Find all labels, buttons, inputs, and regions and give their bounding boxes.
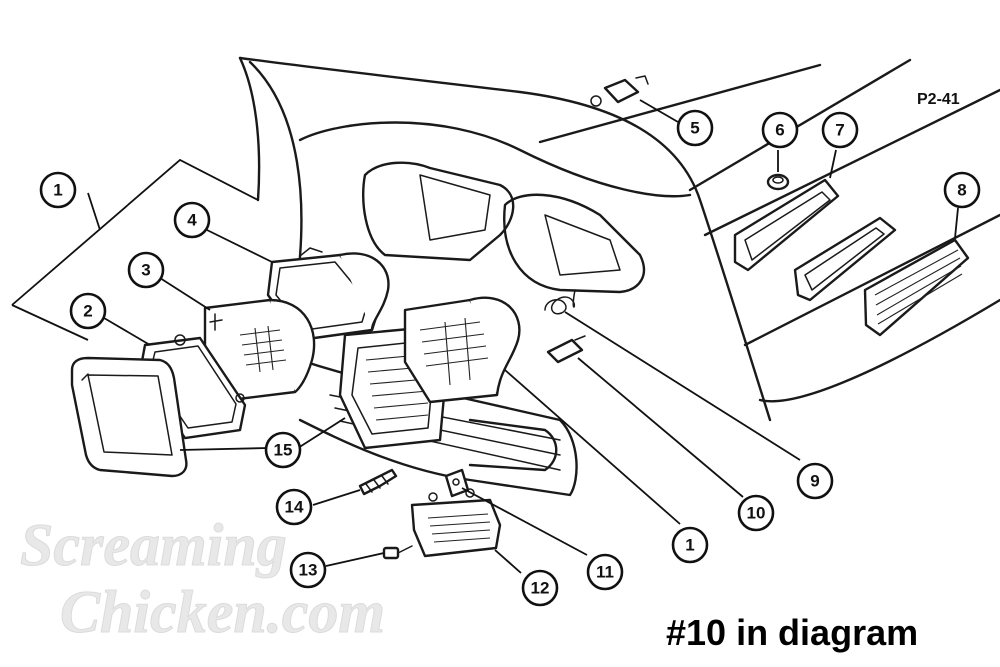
callout-label: 13 bbox=[299, 561, 318, 580]
callout-8: 8 bbox=[943, 171, 981, 209]
callout-7: 7 bbox=[821, 111, 859, 149]
callout-label: 10 bbox=[747, 504, 766, 523]
callout-label: 12 bbox=[531, 579, 550, 598]
headlamp-bezel bbox=[70, 356, 188, 478]
diagram-caption: #10 in diagram bbox=[666, 612, 918, 653]
callout-3: 3 bbox=[127, 251, 165, 289]
callout-9: 9 bbox=[796, 462, 834, 500]
spring-9 bbox=[544, 289, 576, 315]
sealed-beam-lamp-right bbox=[403, 296, 521, 404]
side-marker-housing bbox=[793, 216, 897, 302]
watermark: Screaming Chicken.com bbox=[20, 512, 386, 646]
callout-6: 6 bbox=[761, 111, 799, 149]
callout-label: 3 bbox=[141, 261, 150, 280]
side-marker-lamp-7 bbox=[733, 178, 840, 272]
leader-lines bbox=[11, 99, 959, 574]
callout-1-bottom: 1 bbox=[671, 526, 709, 564]
callout-label: 1 bbox=[53, 181, 62, 200]
watermark-line2: Chicken.com bbox=[60, 579, 385, 645]
grommet-6 bbox=[766, 173, 790, 191]
side-marker-lens-8 bbox=[863, 238, 970, 337]
callout-1-top: 1 bbox=[39, 171, 77, 209]
callout-14: 14 bbox=[275, 488, 313, 526]
reference-code: P2-41 bbox=[917, 91, 960, 108]
callout-label: 11 bbox=[596, 563, 614, 582]
callout-label: 9 bbox=[810, 472, 819, 491]
callout-label: 14 bbox=[285, 498, 304, 517]
callout-label: 4 bbox=[187, 211, 197, 230]
callout-12: 12 bbox=[521, 569, 559, 607]
callout-label: 2 bbox=[83, 302, 92, 321]
screw-14 bbox=[358, 468, 398, 496]
watermark-line1: Screaming bbox=[20, 512, 287, 578]
adjuster-10 bbox=[546, 335, 586, 364]
callout-label: 7 bbox=[835, 121, 844, 140]
callout-5: 5 bbox=[676, 109, 714, 147]
callout-10: 10 bbox=[737, 494, 775, 532]
callout-label: 6 bbox=[775, 121, 784, 140]
car-body bbox=[238, 56, 1000, 497]
parking-lamp-12 bbox=[410, 488, 502, 558]
callout-11: 11 bbox=[586, 553, 624, 591]
bracket-11 bbox=[444, 468, 470, 498]
callout-label: 5 bbox=[690, 119, 699, 138]
callout-2: 2 bbox=[69, 292, 107, 330]
screw-13 bbox=[382, 545, 413, 560]
callout-label: 15 bbox=[274, 441, 293, 460]
callout-15: 15 bbox=[264, 431, 302, 469]
callout-label: 1 bbox=[685, 536, 694, 555]
callout-4: 4 bbox=[173, 201, 211, 239]
bulb-socket-5 bbox=[590, 75, 649, 107]
sealed-beam-lamp-left bbox=[203, 298, 316, 402]
callout-label: 8 bbox=[957, 181, 966, 200]
callout-13: 13 bbox=[289, 551, 327, 589]
